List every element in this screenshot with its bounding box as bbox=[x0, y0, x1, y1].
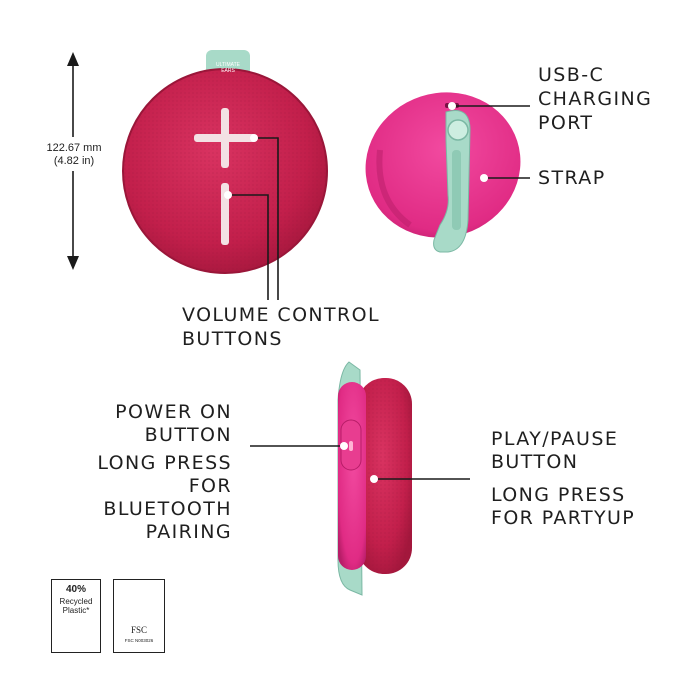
height-dimension-arrow bbox=[40, 52, 108, 270]
fsc-name: FSC bbox=[130, 625, 147, 635]
usb-c-label-line2: CHARGING bbox=[538, 88, 653, 110]
recycled-line1: Recycled bbox=[59, 597, 93, 606]
dimension-inches: (4.82 in) bbox=[53, 155, 95, 167]
speaker-tag-line1: ULTIMATE bbox=[216, 62, 240, 68]
usb-c-label-line1: USB-C bbox=[538, 64, 605, 86]
usb-c-label-line3: PORT bbox=[538, 112, 594, 134]
back-leader-lines bbox=[448, 102, 530, 182]
volume-up-button bbox=[194, 108, 256, 168]
power-long-line2: FOR bbox=[188, 475, 232, 497]
play-label-line2: BUTTON bbox=[491, 451, 579, 473]
power-long-line1: LONG PRESS bbox=[97, 452, 232, 474]
power-label-line1: POWER ON bbox=[115, 401, 232, 423]
fsc-code: FSC N003026 bbox=[124, 638, 154, 643]
side-leader-lines bbox=[250, 442, 470, 483]
power-long-line4: PAIRING bbox=[145, 521, 232, 543]
recycled-line2: Plastic* bbox=[62, 606, 90, 615]
recycled-plastic-badge: 40% Recycled Plastic* bbox=[51, 579, 101, 653]
power-long-line3: BLUETOOTH bbox=[103, 498, 232, 520]
speaker-tag-line2: EARS bbox=[221, 68, 235, 74]
dimension-mm: 122.67 mm bbox=[46, 142, 102, 154]
volume-label-line2: BUTTONS bbox=[182, 328, 283, 350]
volume-leader-lines bbox=[224, 134, 279, 300]
speaker-back-view bbox=[365, 92, 521, 253]
strap-label: STRAP bbox=[538, 167, 606, 189]
play-label-line1: PLAY/PAUSE bbox=[491, 428, 619, 450]
power-label-line2: BUTTON bbox=[144, 424, 232, 446]
play-long-line2: FOR PARTYUP bbox=[491, 507, 636, 529]
speaker-side-view bbox=[337, 361, 412, 596]
speaker-front-view bbox=[122, 50, 328, 274]
play-long-line1: LONG PRESS bbox=[491, 484, 626, 506]
volume-label-line1: VOLUME CONTROL bbox=[182, 304, 380, 326]
recycled-percent: 40% bbox=[65, 584, 86, 595]
fsc-badge: FSC FSC N003026 bbox=[113, 579, 165, 653]
